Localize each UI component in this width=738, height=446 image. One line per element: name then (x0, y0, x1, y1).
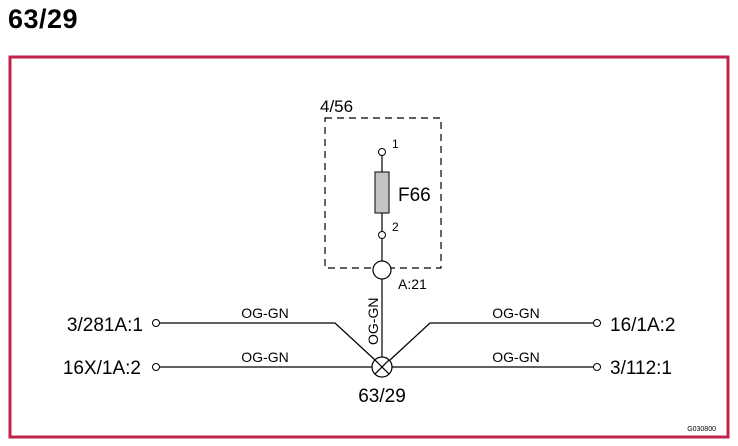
terminal-16-1a-2 (593, 319, 601, 327)
component-label: 4/56 (320, 97, 353, 116)
page-title: 63/29 (8, 4, 79, 34)
fuse-pin-2-terminal (378, 231, 386, 239)
terminal-16x-1a-2 (152, 363, 160, 371)
connector-label: A:21 (398, 276, 427, 292)
endpoint-label-16x-1a-2: 16X/1A:2 (63, 358, 141, 379)
fuse-pin-1-label: 1 (392, 137, 399, 151)
terminal-3-112-1 (593, 363, 601, 371)
wire-color-code-3-281a-1: OG-GN (241, 305, 288, 321)
circle-cross-icon (371, 356, 393, 378)
wire-color-code-16x-1a-2: OG-GN (241, 349, 288, 365)
endpoint-label-16-1a-2: 16/1A:2 (610, 315, 676, 336)
fuse-label: F66 (398, 185, 431, 206)
terminal-3-281a-1 (152, 319, 160, 327)
fuse-pin-1-terminal (378, 148, 386, 156)
diagram-frame (8, 55, 730, 439)
connector-a21 (372, 260, 392, 280)
wire-color-code-16-1a-2: OG-GN (492, 305, 539, 321)
wire-color-code-3-112-1: OG-GN (492, 349, 539, 365)
wire-3-281a-1 (159, 322, 376, 361)
endpoint-label-3-112-1: 3/112:1 (610, 358, 672, 379)
splice-label: 63/29 (358, 386, 406, 407)
vertical-wire-color-code: OG-GN (365, 298, 381, 345)
fuse-pin-2-label: 2 (392, 220, 399, 234)
endpoint-label-3-281a-1: 3/281A:1 (67, 315, 143, 336)
drawing-id: G030800 (687, 426, 716, 433)
fuse-f66 (374, 171, 390, 214)
wire-16-1a-2 (389, 322, 594, 361)
